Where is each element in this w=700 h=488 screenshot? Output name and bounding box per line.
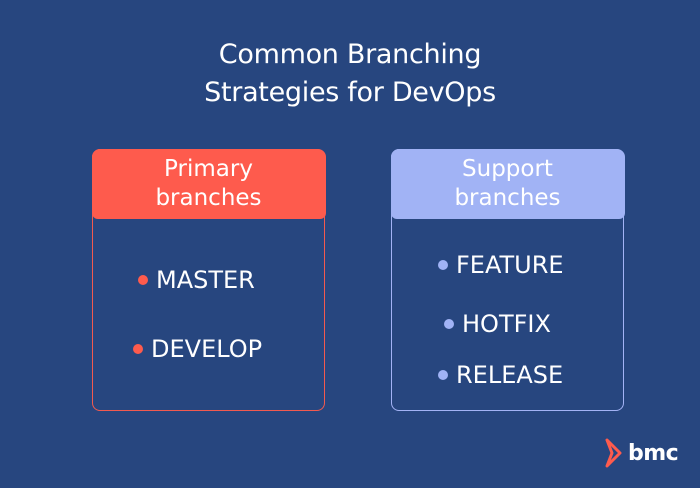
bullet-dot-icon [133,344,143,354]
branch-label: RELEASE [456,361,564,389]
primary-branches-card: Primary branches MASTER DEVELOP [91,148,326,411]
support-branches-header: Support branches [390,148,625,219]
bullet-dot-icon [138,275,148,285]
bullet-dot-icon [438,370,448,380]
bullet-dot-icon [438,260,448,270]
title-line-1: Common Branching [218,39,482,70]
header-line-2: branches [454,184,561,211]
branch-item-master: MASTER [138,266,255,294]
bmc-chevron-logo-icon [605,438,622,468]
branch-label: FEATURE [456,251,564,279]
branch-item-feature: FEATURE [438,251,564,279]
header-line-2: branches [155,184,262,211]
branch-label: DEVELOP [151,335,263,363]
header-line-1: Support [462,155,553,182]
branch-item-develop: DEVELOP [133,335,262,363]
bmc-logo: bmc [604,437,679,469]
branch-label: MASTER [156,266,255,294]
title-line-2: Strategies for DevOps [204,77,496,108]
branch-item-release: RELEASE [438,361,563,389]
header-line-1: Primary [164,155,253,182]
diagram-title: Common Branching Strategies for DevOps [0,36,700,112]
bullet-dot-icon [444,319,454,329]
branch-item-hotfix: HOTFIX [444,310,551,338]
support-branches-card: Support branches FEATURE HOTFIX RELEASE [390,148,625,411]
logo-text: bmc [628,440,679,466]
branch-label: HOTFIX [462,310,551,338]
primary-branches-header: Primary branches [91,148,326,219]
